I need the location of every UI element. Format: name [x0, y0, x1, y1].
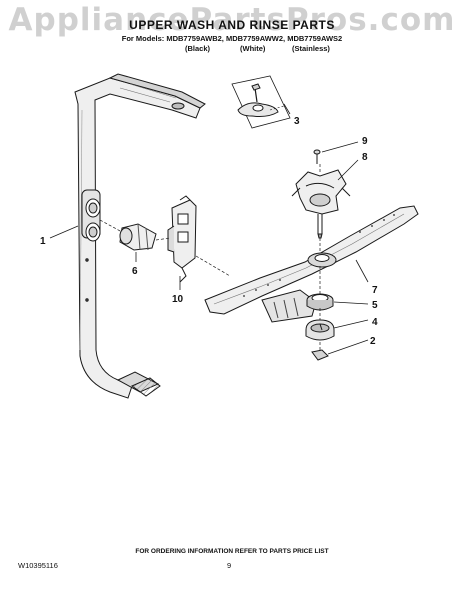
- watermark: AppliancePartsPros.com: [8, 2, 456, 38]
- variant-stainless: (Stainless): [292, 44, 330, 53]
- document-number: W10395116: [18, 561, 58, 570]
- leader-lines: [49, 103, 369, 355]
- callout-5: 5: [372, 300, 378, 311]
- variant-white: (White): [240, 44, 266, 53]
- callout-3: 3: [294, 116, 300, 127]
- callout-10: 10: [172, 294, 184, 305]
- callout-8: 8: [362, 152, 368, 163]
- feed-tube-part: [74, 73, 206, 399]
- callout-6: 6: [132, 266, 138, 277]
- page-title: UPPER WASH AND RINSE PARTS: [129, 18, 335, 32]
- assembly-lines: [99, 164, 321, 350]
- callout-1: 1: [40, 236, 46, 247]
- callout-7: 7: [372, 285, 378, 296]
- spray-nozzle-part: [231, 75, 291, 129]
- ordering-note: FOR ORDERING INFORMATION REFER TO PARTS …: [135, 548, 329, 555]
- callout-2: 2: [370, 336, 376, 347]
- ring-part: [306, 293, 334, 311]
- connector-part: [119, 223, 157, 251]
- spray-arm-part: [204, 205, 419, 315]
- callout-9: 9: [362, 136, 368, 147]
- variant-black: (Black): [185, 44, 211, 53]
- screw-part: [313, 149, 321, 164]
- bracket-part: [167, 195, 197, 283]
- models-line: For Models: MDB7759AWB2, MDB7759AWW2, MD…: [121, 34, 343, 43]
- hub-part: [291, 169, 351, 239]
- callout-4: 4: [372, 317, 378, 328]
- washer-part: [311, 349, 329, 361]
- page-number: 9: [227, 561, 232, 570]
- nut-part: [305, 319, 335, 341]
